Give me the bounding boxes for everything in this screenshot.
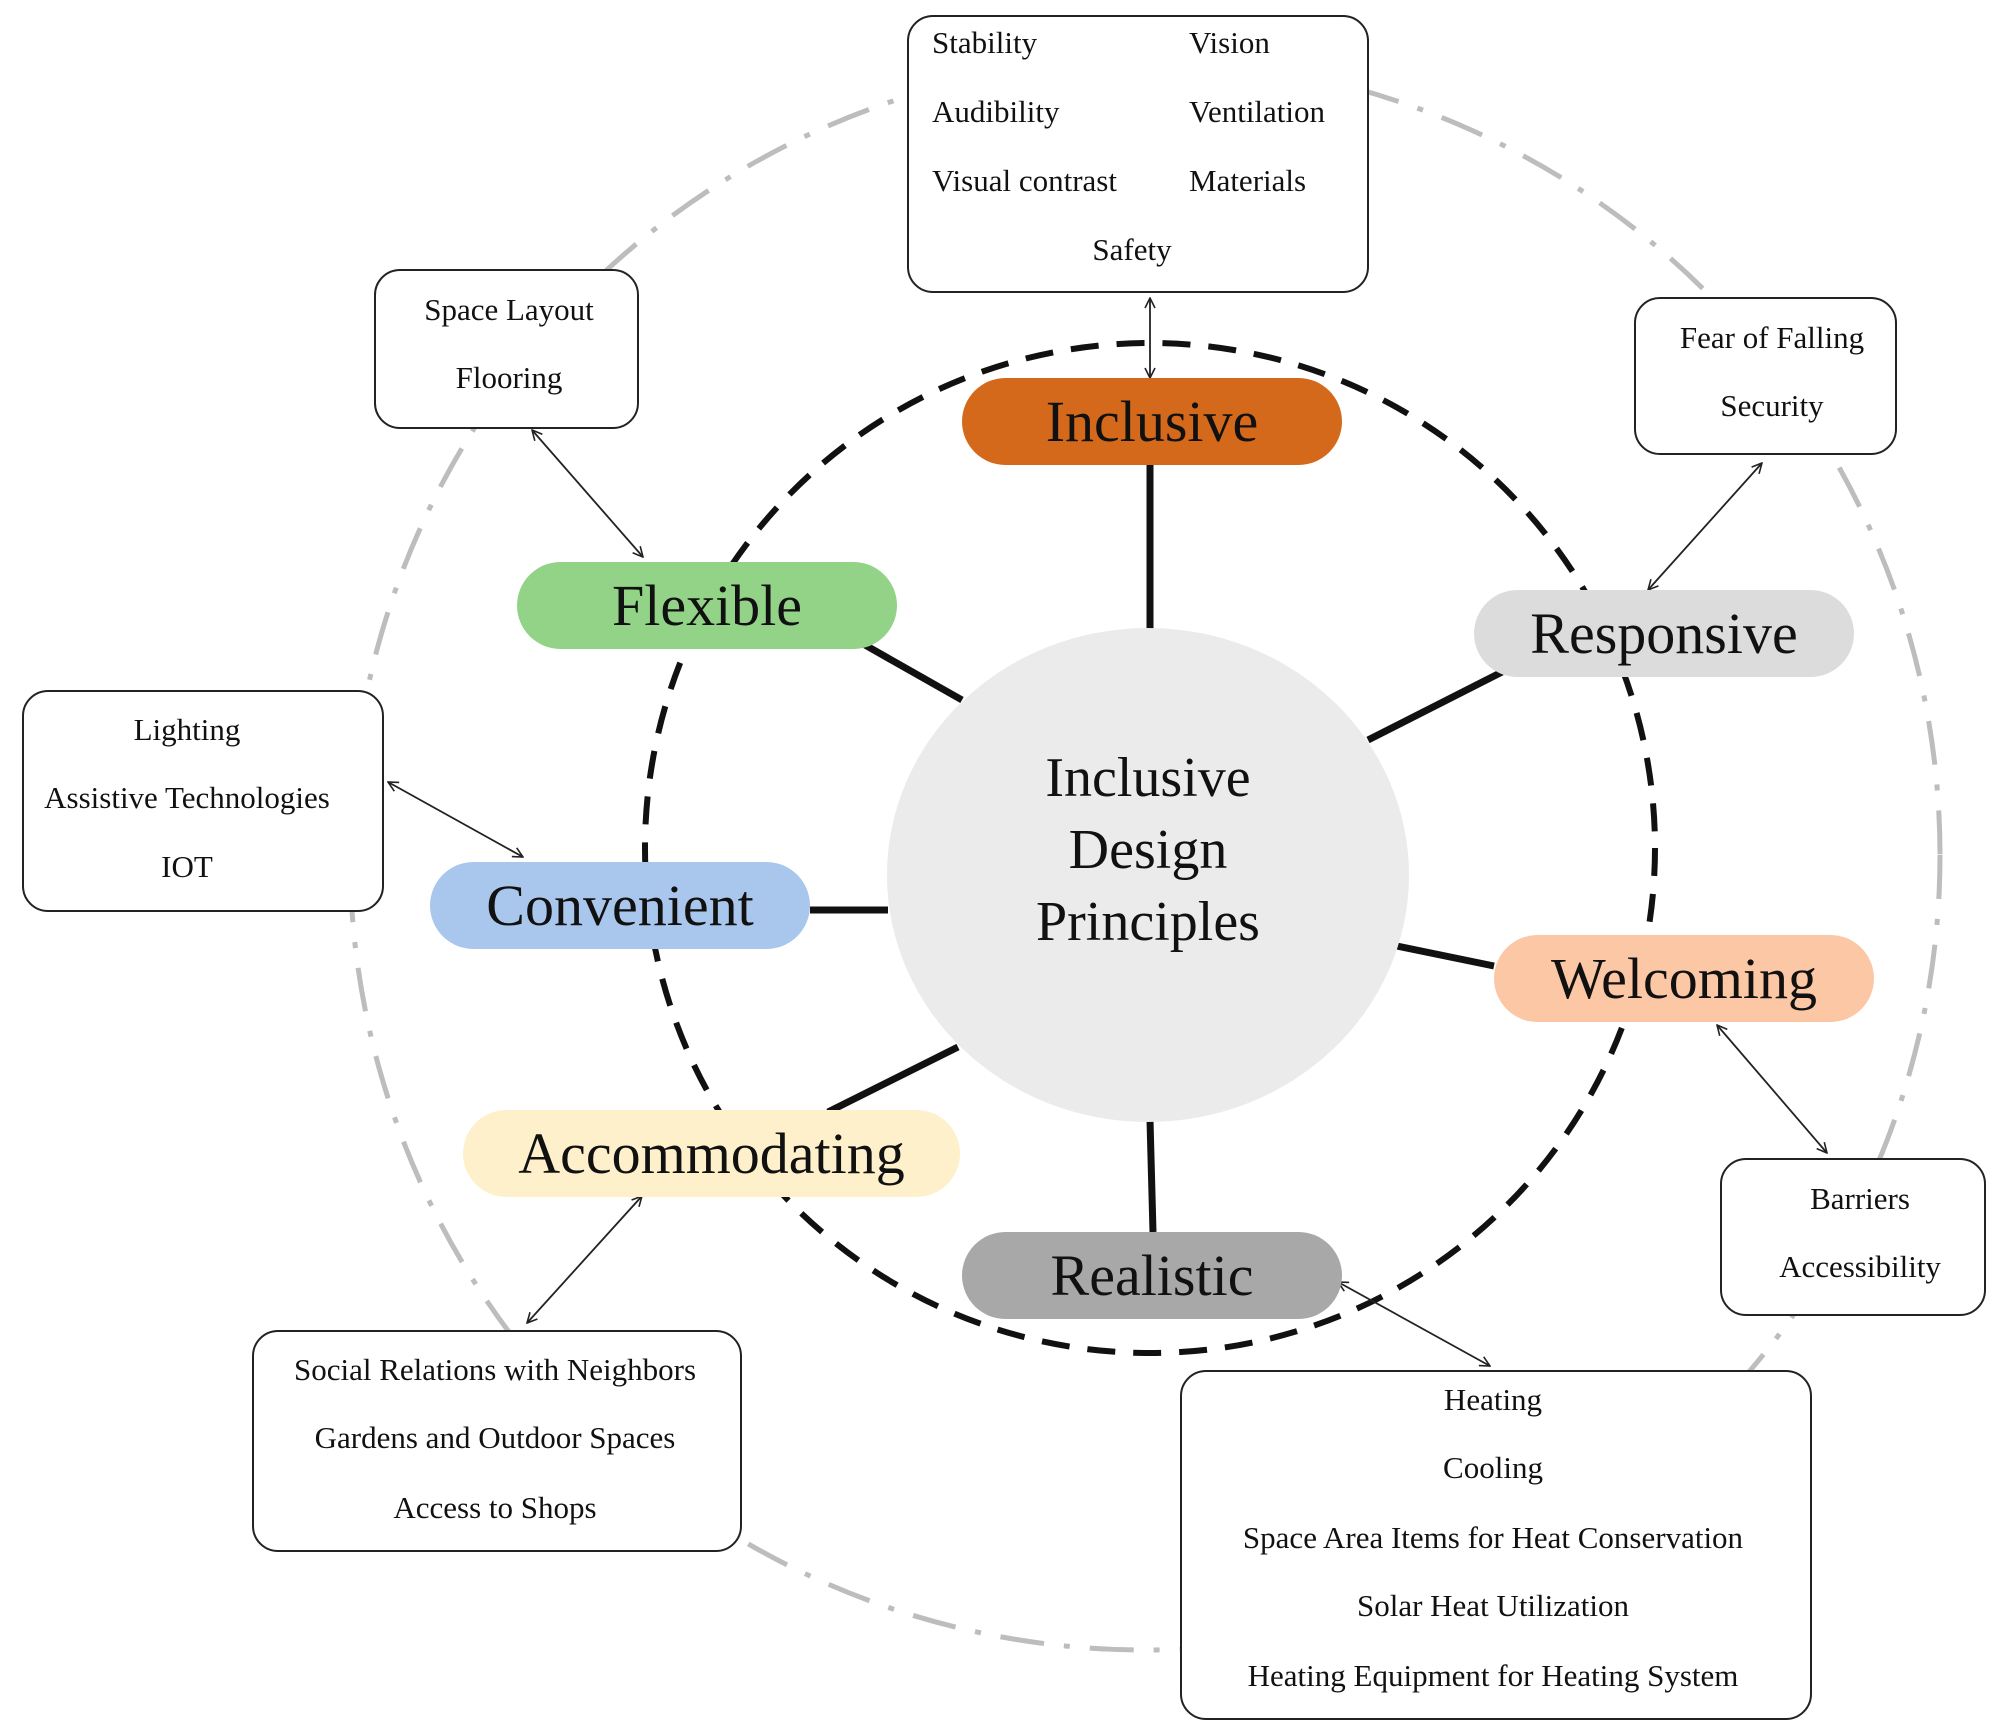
principle-welcoming: Welcoming [1494,935,1874,1022]
factor-flooring: Flooring [455,360,563,395]
factor-gardens-outdoor: Gardens and Outdoor Spaces [314,1420,676,1455]
arrow-welcoming [1717,1025,1827,1153]
factors-convenient-box [22,690,384,912]
factors-responsive-box [1634,297,1897,455]
arrows [388,298,1827,1366]
spoke-accommodating [826,1043,960,1116]
factor-heating: Heating [1443,1382,1543,1417]
spoke-welcoming [1396,942,1495,970]
factor-fear-of-falling: Fear of Falling [1679,320,1865,355]
spoke-realistic [1146,1119,1157,1233]
factor-heating-equipment: Heating Equipment for Heating System [1247,1658,1739,1693]
factor-visual-contrast: Visual contrast [932,163,1117,198]
factor-materials: Materials [1189,163,1307,198]
factors-welcoming-box [1720,1158,1986,1316]
inner-ring [642,340,1658,1356]
spoke-flexible [863,641,964,704]
principle-flexible: Flexible [517,562,897,649]
factor-ventilation: Ventilation [1189,94,1326,129]
factor-stability: Stability [932,25,1038,60]
factor-audibility: Audibility [932,94,1060,129]
factor-space-layout: Space Layout [424,292,594,327]
factor-security: Security [1720,388,1824,423]
arrow-flexible [532,430,643,557]
factor-safety: Safety [1092,232,1172,267]
arrow-realistic [1338,1282,1490,1366]
arrow-convenient [388,782,523,857]
factor-space-area-items: Space Area Items for Heat Conservation [1242,1520,1744,1555]
factor-vision: Vision [1189,25,1270,60]
principle-inclusive: Inclusive [962,378,1342,465]
principle-convenient: Convenient [430,862,810,949]
factor-cooling: Cooling [1443,1450,1543,1485]
factors-inclusive-box [907,15,1369,293]
factor-accessibility: Accessibility [1779,1249,1941,1284]
factor-social-relations: Social Relations with Neighbors [293,1352,697,1387]
factor-access-to-shops: Access to Shops [393,1490,597,1525]
arrow-responsive [1648,463,1762,590]
factors-accommodating-box [252,1330,742,1552]
factor-solar-heat: Solar Heat Utilization [1356,1588,1630,1623]
factors-realistic-box [1180,1370,1812,1720]
center-title-line-2: Design [1068,819,1228,881]
spokes [810,465,1504,1233]
factor-barriers: Barriers [1810,1181,1910,1216]
center-circle [887,628,1409,1122]
center-title-line-1: Inclusive [1045,747,1251,809]
principle-realistic: Realistic [962,1232,1342,1319]
principle-responsive: Responsive [1474,590,1854,677]
principle-accommodating: Accommodating [463,1110,960,1197]
factors-flexible-box [374,269,639,429]
arrow-accommodating [527,1196,642,1323]
factor-lighting: Lighting [133,712,241,747]
factor-iot: IOT [161,849,213,884]
center-title: Inclusive Design Principles [948,742,1348,958]
factor-assistive-technologies: Assistive Technologies [44,780,330,815]
center-title-line-3: Principles [1036,891,1260,953]
spoke-responsive [1366,668,1504,744]
